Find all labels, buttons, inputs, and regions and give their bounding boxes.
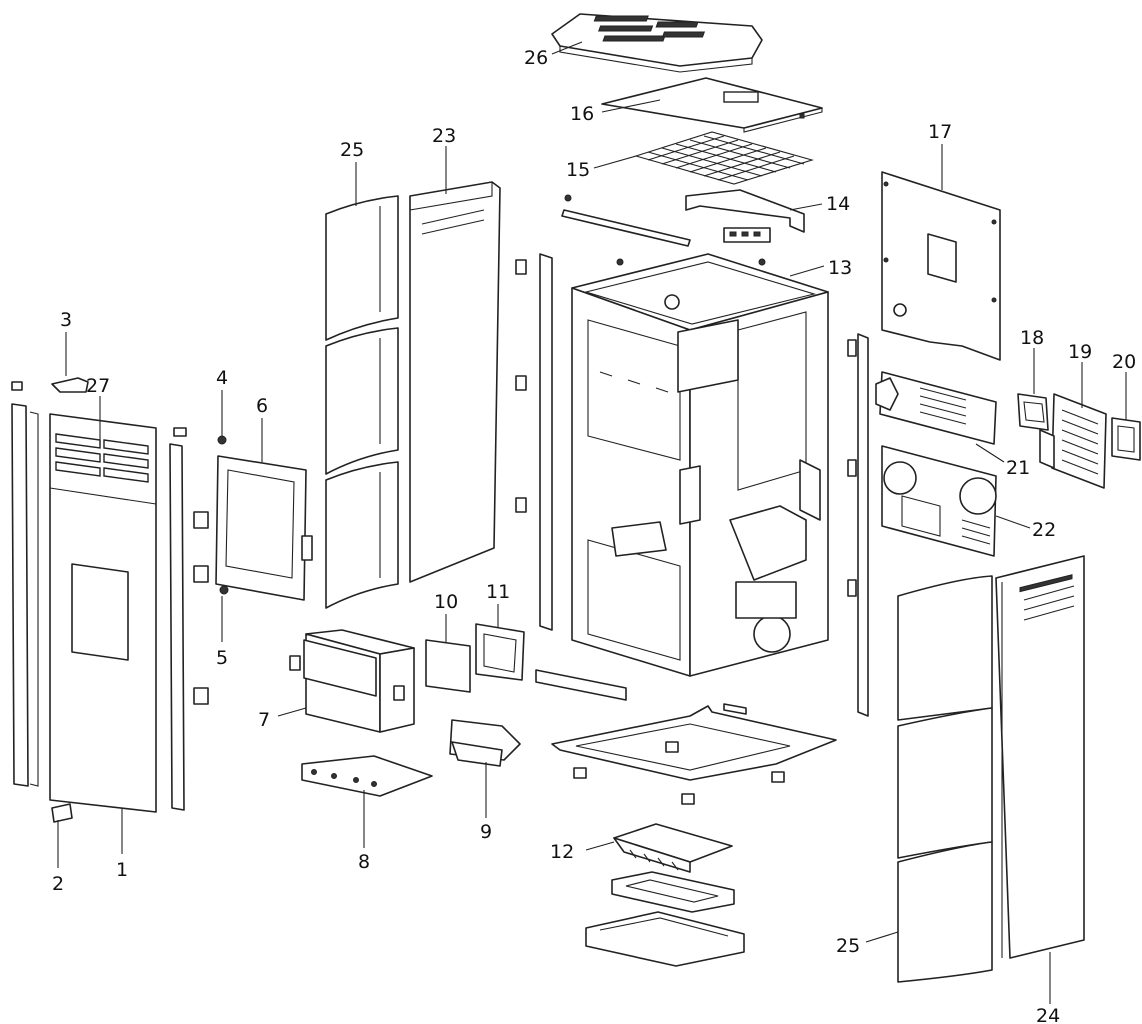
part-front-panel — [49, 413, 157, 813]
part-body-left-rail — [515, 253, 553, 631]
part-door — [215, 455, 313, 601]
part-front-right-rail — [169, 427, 187, 811]
part-body-right-rail — [847, 333, 869, 717]
callout-4: 4 — [216, 367, 228, 389]
part-gasket-20 — [1111, 417, 1141, 461]
callout-3: 3 — [60, 309, 72, 331]
callout-19: 19 — [1068, 341, 1092, 363]
part-side-panel — [409, 181, 501, 583]
callout-23: 23 — [432, 125, 456, 147]
part-burner-box — [289, 629, 415, 733]
callout-25-left: 25 — [340, 139, 364, 161]
part-ash-tray — [585, 823, 745, 967]
callout-2: 2 — [52, 873, 64, 895]
part-right-side-panel — [995, 555, 1085, 959]
part-front-left-rail — [11, 381, 39, 787]
part-right-tiles — [897, 575, 993, 983]
callout-14: 14 — [826, 193, 850, 215]
leader-lines — [57, 41, 1127, 1004]
callout-12: 12 — [550, 841, 574, 863]
callout-22: 22 — [1032, 519, 1056, 541]
part-vent-plate — [875, 371, 997, 445]
part-main-body — [571, 253, 829, 677]
callout-1: 1 — [116, 859, 128, 881]
part-heat-grid — [634, 131, 814, 185]
callout-11: 11 — [486, 581, 510, 603]
callout-7: 7 — [258, 709, 270, 731]
part-vent-cover-19 — [1039, 393, 1107, 489]
part-hopper — [449, 719, 521, 767]
part-gasket-18 — [1017, 393, 1049, 431]
part-base-plate — [535, 669, 837, 805]
callout-27: 27 — [86, 375, 110, 397]
callout-25-right: 25 — [836, 935, 860, 957]
callout-9: 9 — [480, 821, 492, 843]
callout-labels: 26 16 15 14 13 17 18 19 20 21 22 24 25 2… — [52, 47, 1136, 1024]
part-plate-10 — [425, 639, 471, 693]
part-rear-plate — [881, 445, 997, 557]
part-bracket-3 — [51, 377, 89, 393]
part-top-plate — [601, 77, 823, 133]
callout-26: 26 — [524, 47, 548, 69]
callout-15: 15 — [566, 159, 590, 181]
part-gasket-11 — [475, 623, 525, 681]
callout-16: 16 — [570, 103, 594, 125]
callout-18: 18 — [1020, 327, 1044, 349]
part-drawer-base — [301, 755, 433, 797]
callout-6: 6 — [256, 395, 268, 417]
part-bracket-2 — [51, 803, 73, 823]
part-bracket — [685, 189, 805, 243]
part-door-hinges — [193, 435, 229, 705]
part-top-cover — [551, 13, 763, 73]
callout-8: 8 — [358, 851, 370, 873]
callout-24: 24 — [1036, 1005, 1060, 1024]
callout-5: 5 — [216, 647, 228, 669]
callout-20: 20 — [1112, 351, 1136, 373]
callout-13: 13 — [828, 257, 852, 279]
callout-10: 10 — [434, 591, 458, 613]
callout-21: 21 — [1006, 457, 1030, 479]
part-back-panel — [881, 171, 1001, 361]
part-left-tiles — [325, 195, 399, 609]
callout-17: 17 — [928, 121, 952, 143]
